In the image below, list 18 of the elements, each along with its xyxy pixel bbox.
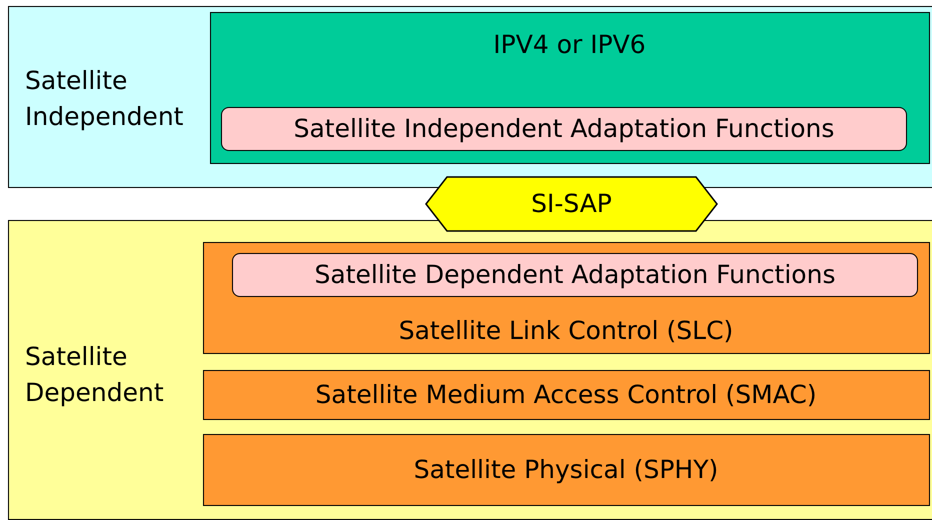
layer-label: IPV4 or IPV6: [493, 28, 646, 60]
layer-label: Satellite Dependent Adaptation Functions: [314, 259, 836, 291]
band-label: Satellite Dependent: [25, 341, 165, 409]
layer-label: Satellite Medium Access Control (SMAC): [315, 378, 817, 410]
protocol-layer: [202, 434, 930, 506]
protocol-layer: [202, 370, 930, 420]
adaptation-layer: [232, 253, 918, 297]
band-label: Satellite Independent: [25, 65, 184, 133]
layer-band: [8, 6, 932, 188]
layer-label: Satellite Independent Adaptation Functions: [294, 113, 834, 145]
layer-label: Satellite Link Control (SLC): [398, 314, 734, 346]
adaptation-layer: [221, 107, 907, 151]
layer-band: [8, 220, 932, 520]
interface-label: SI-SAP: [531, 188, 612, 220]
protocol-layer: [202, 242, 930, 354]
interface-hexagon: [425, 176, 718, 232]
layer-label: Satellite Physical (SPHY): [414, 454, 718, 486]
protocol-layer: [210, 12, 930, 164]
